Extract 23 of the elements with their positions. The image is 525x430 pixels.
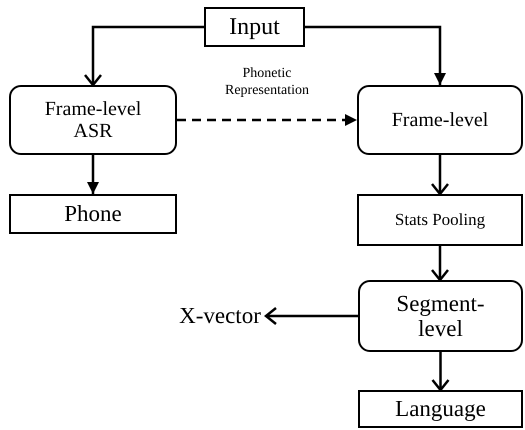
process-box (204, 7, 305, 47)
arrow (84, 26, 204, 86)
process-box (9, 85, 177, 155)
process-box (357, 194, 523, 246)
process-box (357, 85, 523, 155)
output-label: X-vector (179, 303, 261, 329)
arrow (87, 155, 99, 194)
node-label: Frame-level (392, 109, 488, 131)
node-label: Stats Pooling (394, 210, 486, 230)
arrow (431, 352, 450, 392)
arrow (264, 306, 358, 326)
dashed-arrow (177, 114, 357, 126)
node-label: Input (229, 14, 280, 40)
node-label: Phone (64, 201, 122, 227)
node-label: Language (395, 396, 486, 422)
process-box (9, 194, 177, 234)
arrow (430, 155, 450, 196)
arrow (430, 246, 450, 282)
process-box (358, 390, 523, 428)
process-box (358, 280, 523, 352)
node-label: Frame-level ASR (44, 98, 142, 142)
arrow (305, 26, 446, 85)
node-label: Segment-level (395, 290, 486, 342)
